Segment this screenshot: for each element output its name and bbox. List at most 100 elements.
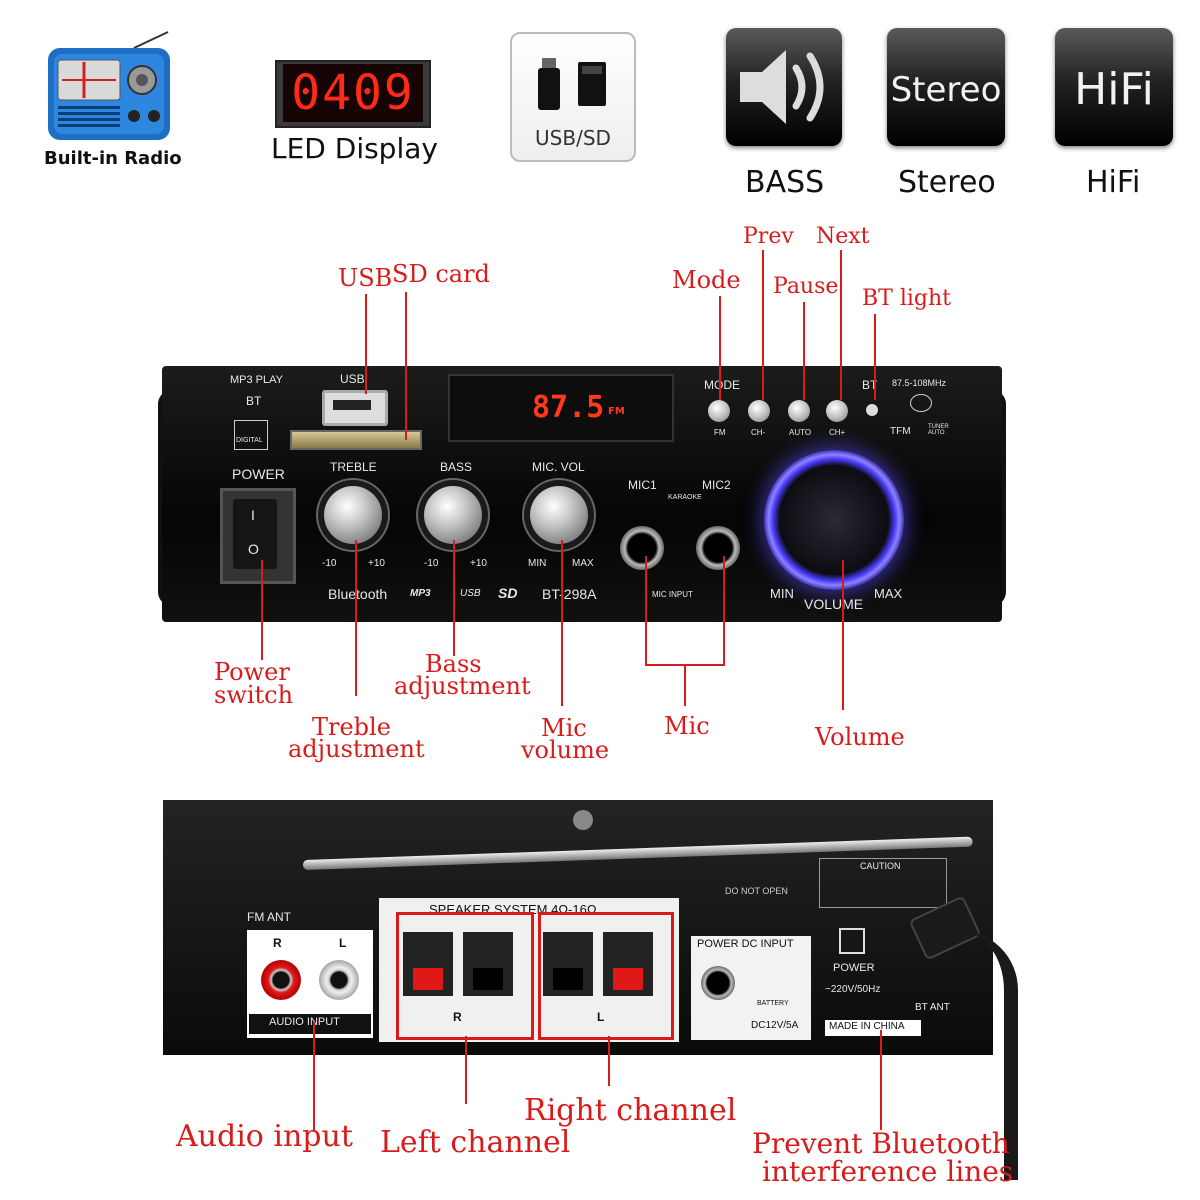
ann-prevent-bt-2: interference lines	[762, 1155, 1014, 1188]
power-switch[interactable]: I O	[220, 488, 296, 584]
ann-power-switch-1: Power	[214, 658, 290, 686]
speaker-terminal-r-minus[interactable]	[463, 932, 513, 996]
speaker-terminal-r-plus[interactable]	[403, 932, 453, 996]
digital-label: DIGITAL	[236, 437, 263, 444]
usb-port[interactable]	[322, 390, 388, 426]
power-ac-label: POWER	[833, 962, 875, 974]
ann-treble-adj-2: adjustment	[288, 735, 425, 763]
usb-sd-icon: USB/SD	[510, 32, 636, 162]
left-channel-box	[396, 912, 534, 1040]
do-not-open-label: DO NOT OPEN	[725, 886, 788, 896]
ch-plus-sub: CH+	[829, 428, 846, 437]
right-channel-box	[538, 912, 674, 1040]
bass-max: +10	[470, 558, 487, 569]
power-dc-panel: POWER DC INPUT BATTERY DC12V/5A	[691, 936, 811, 1040]
ann-power-switch-2: switch	[214, 681, 294, 709]
ann-bass-adj-2: adjustment	[394, 672, 531, 700]
bt-light-label: BT	[862, 378, 878, 392]
display-unit: FM	[608, 406, 625, 417]
mic2-label: MIC2	[702, 478, 731, 492]
radio-icon	[44, 30, 174, 142]
mode-button[interactable]	[708, 400, 730, 422]
r-mark: R	[273, 936, 282, 950]
dc-spec-label: DC12V/5A	[751, 1020, 799, 1031]
made-in-china-label: MADE IN CHINA	[829, 1021, 905, 1032]
bluetooth-label: Bluetooth	[328, 586, 388, 602]
ann-mode: Mode	[672, 266, 741, 294]
karaoke-label: KARAOKE	[668, 494, 702, 501]
dc-input-jack[interactable]	[701, 966, 735, 1000]
line-mic1	[645, 556, 647, 666]
volume-max: MAX	[874, 586, 903, 601]
ann-bass-adj-1: Bass	[425, 650, 482, 678]
stereo-tile: Stereo	[887, 28, 1005, 146]
rca-right-jack[interactable]	[261, 960, 301, 1000]
prev-button[interactable]	[748, 400, 770, 422]
bt-light	[866, 404, 878, 416]
mic2-jack[interactable]	[696, 526, 740, 570]
speaker-icon	[740, 50, 824, 124]
line-mode	[719, 296, 721, 400]
mp3-logo: MP3	[410, 588, 431, 599]
ch-minus-sub: CH-	[751, 428, 766, 437]
usb-logo: USB	[460, 588, 481, 599]
power-label: POWER	[232, 466, 285, 482]
line-right-channel	[608, 1036, 610, 1086]
freq-label: 87.5-108MHz	[892, 378, 947, 388]
mic-input-label: MIC INPUT	[652, 590, 693, 599]
digital-icon: DIGITAL	[234, 420, 268, 450]
ann-right-channel: Right channel	[524, 1093, 737, 1128]
speaker-r-mark: R	[453, 1010, 462, 1024]
treble-knob[interactable]	[324, 486, 382, 544]
fm-ant-label: FM ANT	[247, 910, 291, 924]
ann-prevent-bt-1: Prevent Bluetooth	[752, 1127, 1010, 1160]
battery-label: BATTERY	[757, 1000, 789, 1007]
treble-label: TREBLE	[330, 460, 377, 474]
speaker-terminal-l-plus[interactable]	[603, 932, 653, 996]
speaker-panel: SPEAKER SYSTEM 4Ω-16Ω R L	[379, 898, 679, 1042]
mic-vol-knob[interactable]	[530, 486, 588, 544]
rca-left-jack[interactable]	[319, 960, 359, 1000]
sd-logo: SD	[498, 585, 518, 601]
antenna-icon	[910, 394, 932, 412]
power-dc-input-label: POWER DC INPUT	[697, 938, 794, 950]
auto-sub: AUTO	[789, 428, 812, 437]
usb-port-label: USB	[340, 372, 365, 386]
line-bass	[453, 540, 455, 656]
ann-treble-adj-1: Treble	[312, 713, 391, 741]
mic-min: MIN	[528, 558, 547, 569]
mic-vol-label: MIC. VOL	[532, 460, 585, 474]
fm-display: 87.5 FM	[448, 374, 674, 442]
fm-sub: FM	[714, 428, 726, 437]
ann-audio-input: Audio input	[176, 1119, 353, 1154]
line-bt-light	[874, 314, 876, 400]
l-mark: L	[339, 936, 347, 950]
line-sd	[405, 292, 407, 440]
ann-prev: Prev	[743, 224, 794, 249]
line-next	[840, 250, 842, 400]
model-label: BT-298A	[542, 586, 597, 602]
volume-label: VOLUME	[804, 596, 864, 612]
volume-knob[interactable]	[764, 450, 904, 590]
ann-next: Next	[816, 224, 870, 249]
line-mic2	[723, 556, 725, 666]
speaker-terminal-l-minus[interactable]	[543, 932, 593, 996]
bass-min: -10	[424, 558, 439, 569]
mode-btn-label: MODE	[704, 378, 740, 392]
audio-input-label: AUDIO INPUT	[269, 1016, 340, 1028]
bass-knob[interactable]	[424, 486, 482, 544]
sd-card-slot[interactable]	[290, 430, 422, 450]
next-button[interactable]	[826, 400, 848, 422]
led-digits: 0409	[283, 64, 423, 122]
line-audio-input	[313, 1022, 315, 1132]
mic1-jack[interactable]	[620, 526, 664, 570]
hifi-tile: HiFi	[1055, 28, 1173, 146]
switch-on: I	[251, 507, 255, 523]
line-left-channel	[465, 1036, 467, 1104]
usb-sd-label: USB/SD	[535, 126, 611, 150]
screw-top	[573, 810, 593, 830]
audio-input-panel: R L AUDIO INPUT	[247, 930, 373, 1038]
pause-button[interactable]	[788, 400, 810, 422]
ann-sd-card: SD card	[392, 260, 490, 288]
line-mic-vol	[561, 540, 563, 706]
